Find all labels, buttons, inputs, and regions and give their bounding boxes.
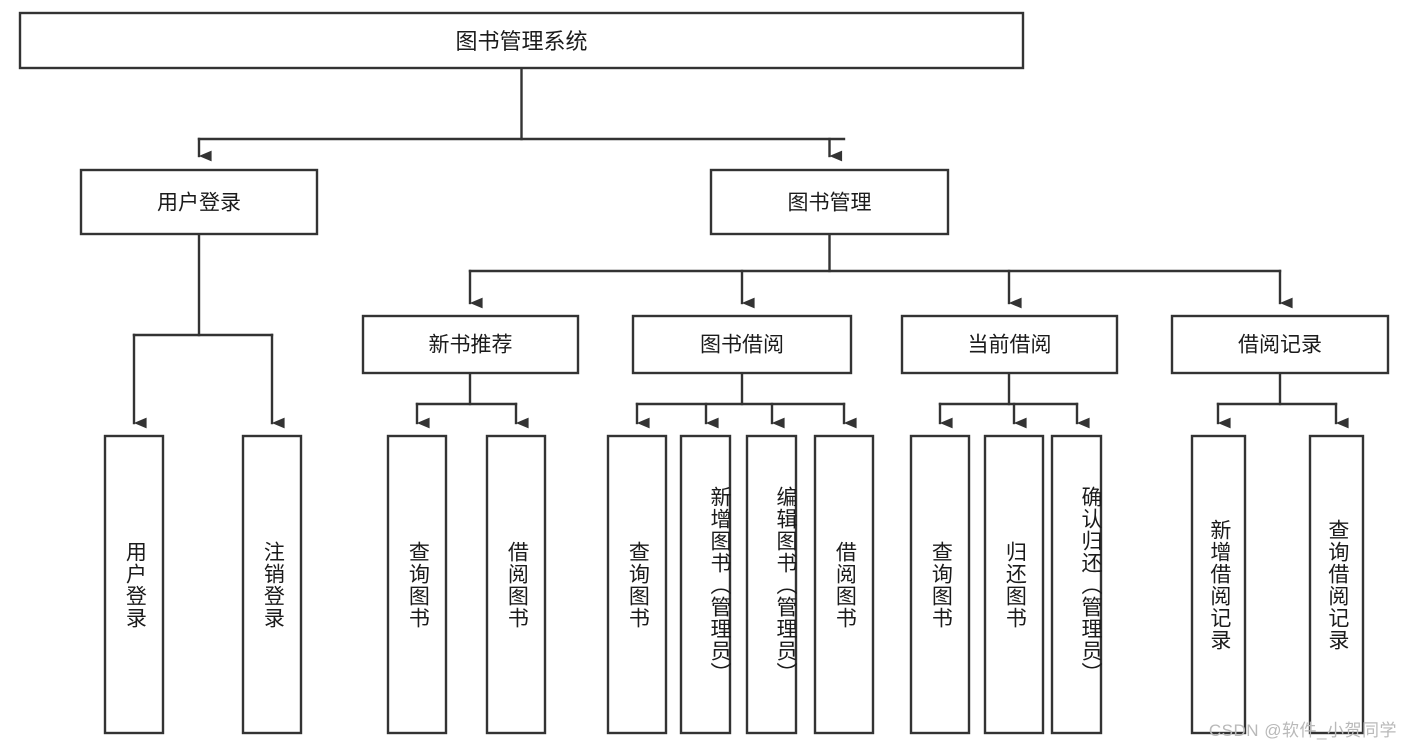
node-leaf-edit-book-admin-box[interactable] [745,434,798,735]
node-current-borrow-box[interactable] [900,314,1119,375]
node-leaf-add-book-admin-box[interactable] [679,434,732,735]
node-leaf-confirm-return-admin-box[interactable] [1050,434,1103,735]
leaf-boxes [103,434,1365,735]
node-leaf-borrow-book-borrow-box[interactable] [813,434,875,735]
node-user-login[interactable]: 用户登录 [79,168,319,236]
connectors-user-login [132,232,285,429]
node-book-manage[interactable]: 图书管理 [709,168,950,236]
node-root[interactable]: 图书管理系统 [18,11,1025,70]
node-user-login-box[interactable] [79,168,319,236]
node-new-book-rec-label: 新书推荐 [429,334,513,357]
connectors-book-manage [468,232,1293,309]
node-leaf-borrow-book-rec-box[interactable] [485,434,547,735]
node-new-book-rec[interactable]: 新书推荐 [361,314,580,375]
node-root-label: 图书管理系统 [455,29,587,54]
node-root-box[interactable] [18,11,1025,70]
connectors-current-borrow [938,371,1090,429]
node-borrow-record-label: 借阅记录 [1238,334,1322,357]
node-leaf-return-book-box[interactable] [983,434,1045,735]
node-current-borrow[interactable]: 当前借阅 [900,314,1119,375]
node-borrow-record-box[interactable] [1170,314,1390,375]
connectors-level1 [197,66,846,162]
node-leaf-query-book-borrow-box[interactable] [606,434,668,735]
node-book-borrow-label: 图书借阅 [700,334,784,357]
node-book-borrow-box[interactable] [631,314,853,375]
node-leaf-user-login-box[interactable] [103,434,165,735]
node-book-borrow[interactable]: 图书借阅 [631,314,853,375]
node-borrow-record[interactable]: 借阅记录 [1170,314,1390,375]
connectors-borrow-record [1216,371,1349,429]
node-leaf-query-book-current-box[interactable] [909,434,971,735]
node-leaf-query-borrow-record-box[interactable] [1308,434,1365,735]
node-leaf-query-book-rec-box[interactable] [386,434,448,735]
node-book-manage-box[interactable] [709,168,950,236]
node-current-borrow-label: 当前借阅 [968,334,1052,357]
csdn-watermark: CSDN @软件_小贺同学 [1208,721,1397,740]
node-user-login-label: 用户登录 [157,192,241,215]
node-new-book-rec-box[interactable] [361,314,580,375]
connectors-new-book-rec [415,371,529,429]
connectors-book-borrow [635,371,857,429]
node-leaf-add-borrow-record-box[interactable] [1190,434,1247,735]
node-leaf-user-logout-box[interactable] [241,434,303,735]
node-book-manage-label: 图书管理 [788,192,872,215]
